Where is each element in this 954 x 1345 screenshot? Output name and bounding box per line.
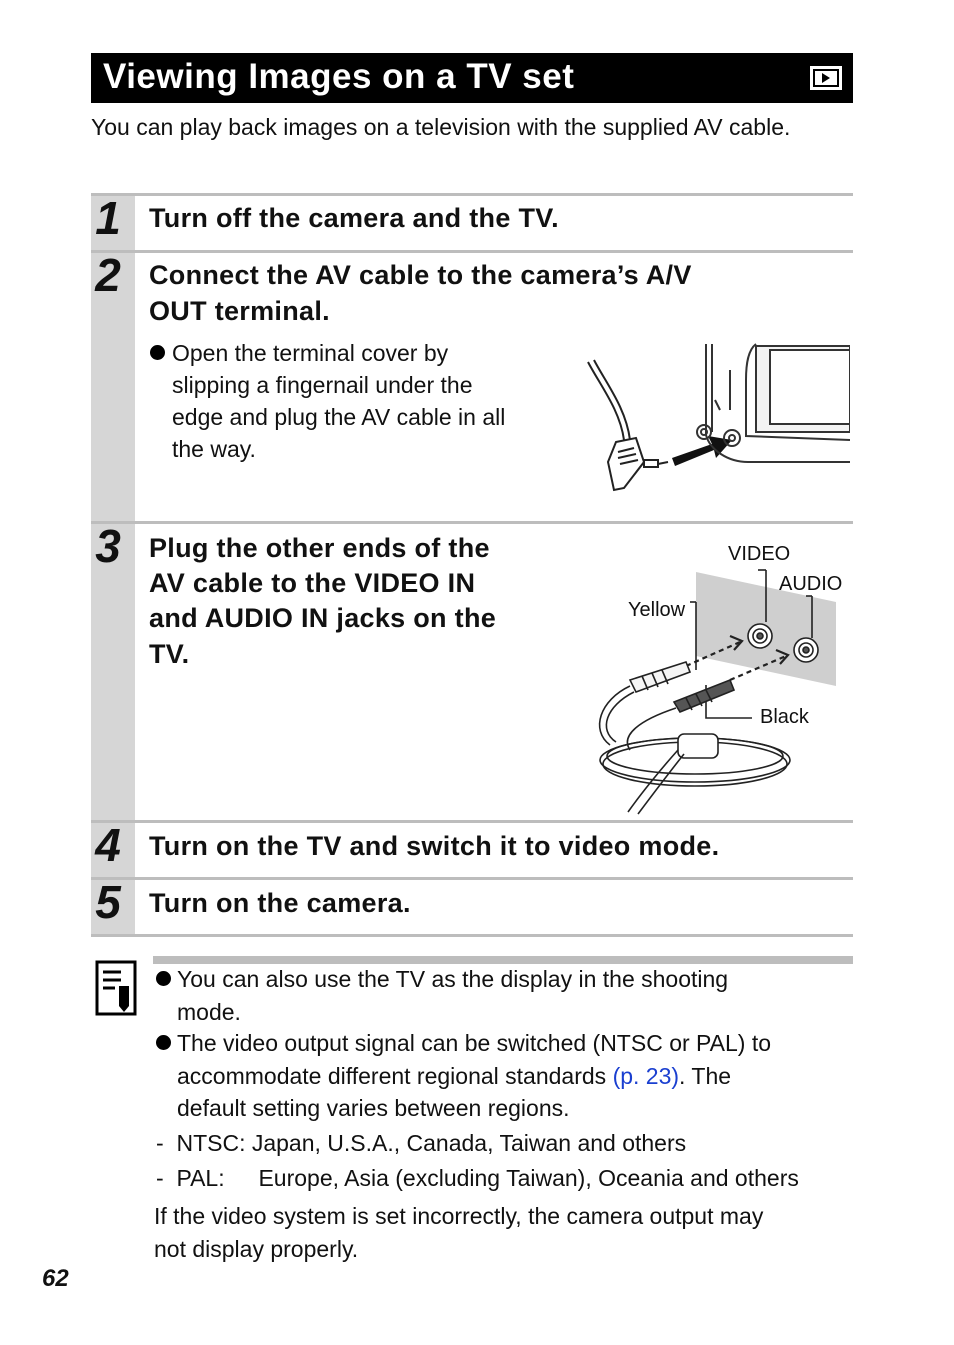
notes-divider — [153, 956, 853, 964]
step-title: AV cable to the VIDEO IN — [149, 568, 476, 598]
step-number: 2 — [95, 249, 121, 301]
step-divider — [91, 521, 853, 524]
step-number: 3 — [95, 520, 121, 572]
step-divider — [91, 250, 853, 253]
bullet-text: Open the terminal cover by slipping a fi… — [172, 340, 506, 462]
page-title: Viewing Images on a TV set — [103, 57, 575, 96]
label-black: Black — [760, 706, 810, 728]
pal-row: - PAL:Europe, Asia (excluding Taiwan), O… — [156, 1165, 799, 1191]
note-bullet: The video output signal can be switched … — [177, 1030, 772, 1121]
step-title: Turn off the camera and the TV. — [149, 203, 559, 233]
bullet-dot — [156, 971, 171, 986]
step-divider — [91, 820, 853, 823]
step-number: 1 — [95, 192, 121, 244]
tv-av-jacks-illustration: VIDEO AUDIO Yellow Black — [598, 543, 842, 815]
label-video: VIDEO — [728, 543, 790, 565]
step-divider — [91, 934, 853, 937]
step-title: OUT terminal. — [149, 296, 330, 326]
bullet-dot — [156, 1035, 171, 1050]
step-title: and AUDIO IN jacks on the — [149, 603, 497, 633]
label-audio: AUDIO — [779, 573, 842, 595]
step-title: Plug the other ends of the — [149, 533, 490, 563]
step-divider — [91, 877, 853, 880]
step-number: 4 — [95, 819, 121, 871]
step-title: Turn on the camera. — [149, 888, 411, 918]
intro-text: You can play back images on a television… — [91, 114, 791, 140]
step-title: TV. — [149, 639, 190, 669]
bullet-dot — [150, 345, 165, 360]
note-bullet: You can also use the TV as the display i… — [177, 966, 729, 1025]
step-divider — [91, 193, 853, 196]
step-title: Connect the AV cable to the camera’s A/V — [149, 260, 692, 290]
label-yellow: Yellow — [628, 599, 686, 621]
camera-av-port-illustration — [587, 343, 850, 492]
memo-icon — [95, 960, 137, 1016]
page-link[interactable]: (p. 23) — [612, 1062, 680, 1089]
page-title-bar: Viewing Images on a TV set — [91, 53, 853, 103]
playback-icon — [810, 66, 842, 90]
step-sidebar — [91, 193, 135, 936]
step-title: Turn on the TV and switch it to video mo… — [149, 831, 720, 861]
note-footer: If the video system is set incorrectly, … — [154, 1203, 764, 1262]
step-number: 5 — [95, 876, 121, 928]
ntsc-row: - NTSC: Japan, U.S.A., Canada, Taiwan an… — [156, 1130, 687, 1156]
page-number: 62 — [42, 1265, 69, 1292]
